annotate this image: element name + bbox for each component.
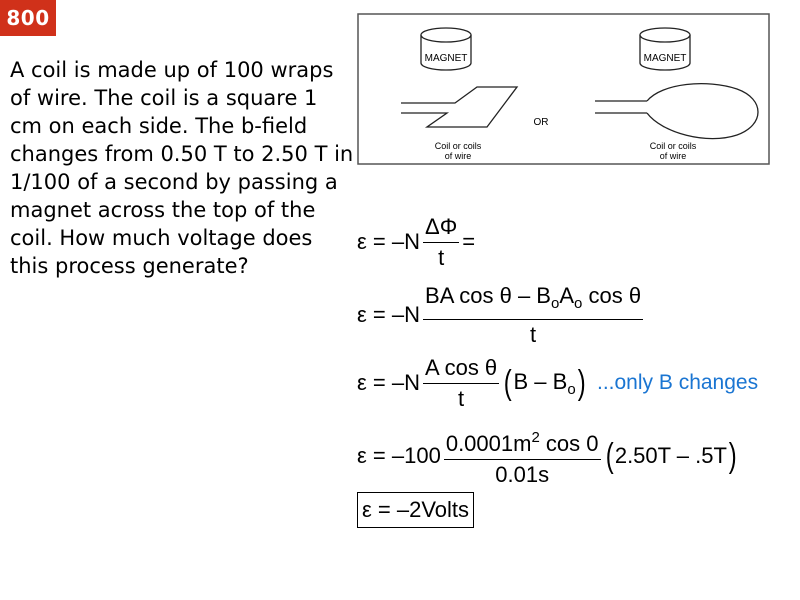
eq2-denominator: t [529, 321, 537, 347]
eq3-fraction: A cos θ t [423, 355, 500, 412]
eq1-fraction: ΔΦ t [423, 214, 460, 271]
eq3-denominator: t [458, 385, 465, 411]
equation-faraday: ε = –N ΔΦ t = [357, 214, 476, 270]
equation-substituted: ε = –100 0.0001m2 cos 0 0.01s (2.50T – .… [357, 429, 738, 487]
eq4-lhs: ε = –100 [357, 443, 441, 468]
coil-right-label-1: Coil or coils [650, 141, 697, 151]
square-coil-icon [401, 86, 519, 128]
coil-left-label-1: Coil or coils [435, 141, 482, 151]
eq2-fraction: BA cos θ – BoAo cos θ t [423, 283, 644, 348]
eq3-lhs: ε = –N [357, 370, 421, 395]
magnet-left-icon: MAGNET [420, 27, 472, 71]
eq4-fraction: 0.0001m2 cos 0 0.01s [443, 425, 601, 488]
eq4-numerator: 0.0001m2 cos 0 [443, 425, 601, 460]
coil-right-label-2: of wire [660, 151, 687, 161]
coil-left-label-2: of wire [445, 151, 472, 161]
round-coil-icon [595, 82, 759, 140]
eq3-paren-content: B – Bo [513, 368, 576, 398]
eq1-denominator: t [438, 244, 445, 270]
magnet-right-icon: MAGNET [639, 27, 691, 71]
eq4-paren-content: 2.50T – .5T [614, 443, 727, 468]
eq3-numerator: A cos θ [423, 355, 500, 384]
point-value-badge: 800 [0, 0, 56, 36]
eq2-lhs: ε = –N [357, 302, 421, 327]
or-label: OR [534, 117, 549, 128]
equation-b-changes: ε = –N A cos θ t (B – Bo) ...only B chan… [357, 354, 759, 411]
eq2-numerator: BA cos θ – BoAo cos θ [423, 283, 644, 320]
eq1-equals: = [462, 229, 476, 254]
coil-magnet-figure: MAGNET MAGNET OR Coil or coils of wire C… [357, 13, 770, 165]
question-text: A coil is made up of 100 wraps of wire. … [10, 58, 354, 278]
magnet-right-label: MAGNET [644, 53, 687, 64]
equation-flux-expanded: ε = –N BA cos θ – BoAo cos θ t [357, 283, 646, 347]
eq1-numerator: ΔΦ [423, 214, 460, 243]
answer-box: ε = –2Volts [357, 492, 475, 528]
eq4-denominator: 0.01s [495, 461, 550, 487]
eq1-lhs: ε = –N [357, 229, 421, 254]
magnet-left-label: MAGNET [425, 53, 468, 64]
answer-text: ε = –2Volts [362, 497, 470, 522]
only-b-changes-note: ...only B changes [596, 371, 759, 394]
